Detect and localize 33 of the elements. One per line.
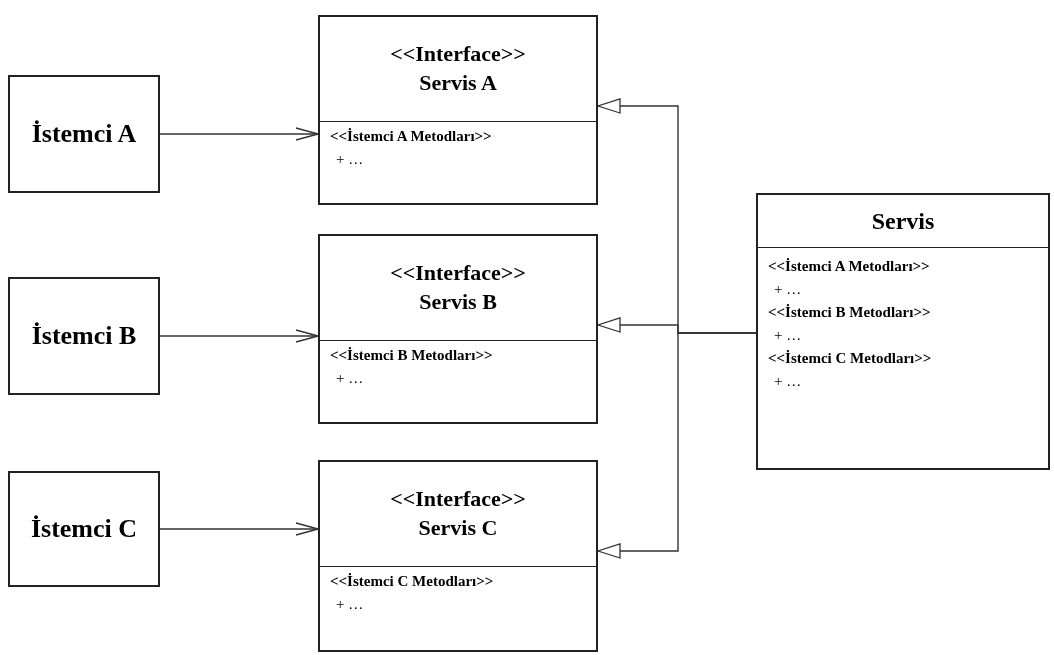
stereotype-label: <<İstemci C Metodları>> [768, 350, 932, 367]
class-box [756, 193, 1050, 470]
interface-class-box [318, 234, 598, 424]
method-list: + … [768, 373, 802, 390]
dependency-arrow [159, 127, 319, 141]
class-name: İstemci A [31, 119, 137, 149]
dependency-arrow [159, 522, 319, 536]
stereotype-label: <<İstemci B Metodları>> [768, 304, 931, 321]
method-list: + … [330, 370, 364, 387]
class-box [8, 471, 160, 587]
class-box [8, 75, 160, 193]
interface-class-box [318, 15, 598, 205]
stereotype-label: <<İstemci C Metodları>> [330, 573, 494, 590]
class-name: Servis A [419, 69, 497, 97]
stereotype-label: <<Interface>> [390, 259, 526, 288]
stereotype-label: <<İstemci A Metodları>> [768, 258, 930, 275]
stereotype-label: <<İstemci B Metodları>> [330, 347, 493, 364]
class-name: Servis C [418, 514, 498, 542]
realization-arrow [597, 332, 757, 559]
method-list: + … [330, 596, 364, 613]
stereotype-label: <<İstemci A Metodları>> [330, 128, 492, 145]
class-name: Servis B [419, 288, 497, 316]
class-box [8, 277, 160, 395]
method-list: + … [768, 281, 802, 298]
stereotype-label: <<Interface>> [390, 485, 526, 514]
class-name: İstemci B [31, 321, 137, 351]
method-list: + … [330, 151, 364, 168]
interface-class-box [318, 460, 598, 652]
class-name: Servis [871, 207, 935, 235]
method-list: + … [768, 327, 802, 344]
class-name: İstemci C [30, 514, 138, 544]
stereotype-label: <<Interface>> [390, 40, 526, 69]
dependency-arrow [159, 329, 319, 343]
